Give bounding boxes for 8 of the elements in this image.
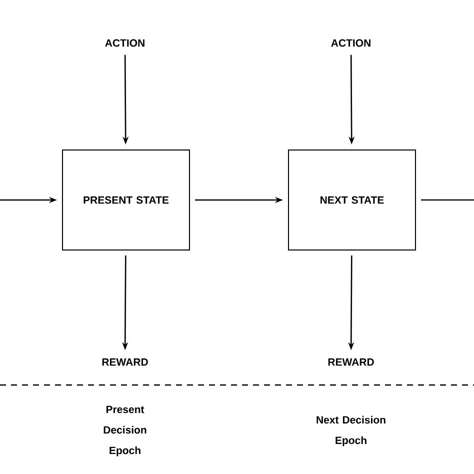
- epoch-label: Present Decision Epoch: [104, 406, 146, 456]
- node-label: REWARD: [102, 358, 148, 366]
- state-box: PRESENT STATE: [62, 150, 190, 250]
- node-label: ACTION: [105, 39, 144, 47]
- state-box: NEXT STATE: [288, 150, 416, 250]
- node-label: REWARD: [328, 358, 374, 366]
- node-label: ACTION: [331, 39, 370, 47]
- epoch-label: Next Decision Epoch: [316, 416, 386, 446]
